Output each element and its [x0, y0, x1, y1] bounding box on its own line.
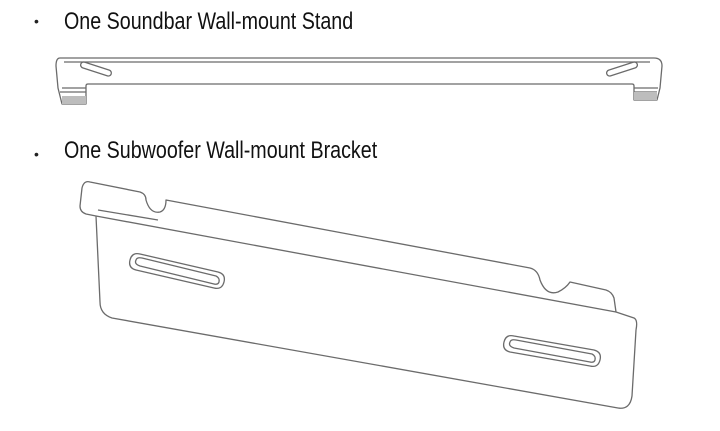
right-foot: [634, 92, 657, 100]
bullet-marker: •: [34, 146, 39, 162]
subwoofer-bracket-label: One Subwoofer Wall-mount Bracket: [64, 137, 378, 164]
bullet-marker: •: [34, 13, 39, 29]
left-foot: [62, 96, 86, 104]
soundbar-stand-label: One Soundbar Wall-mount Stand: [64, 8, 354, 35]
